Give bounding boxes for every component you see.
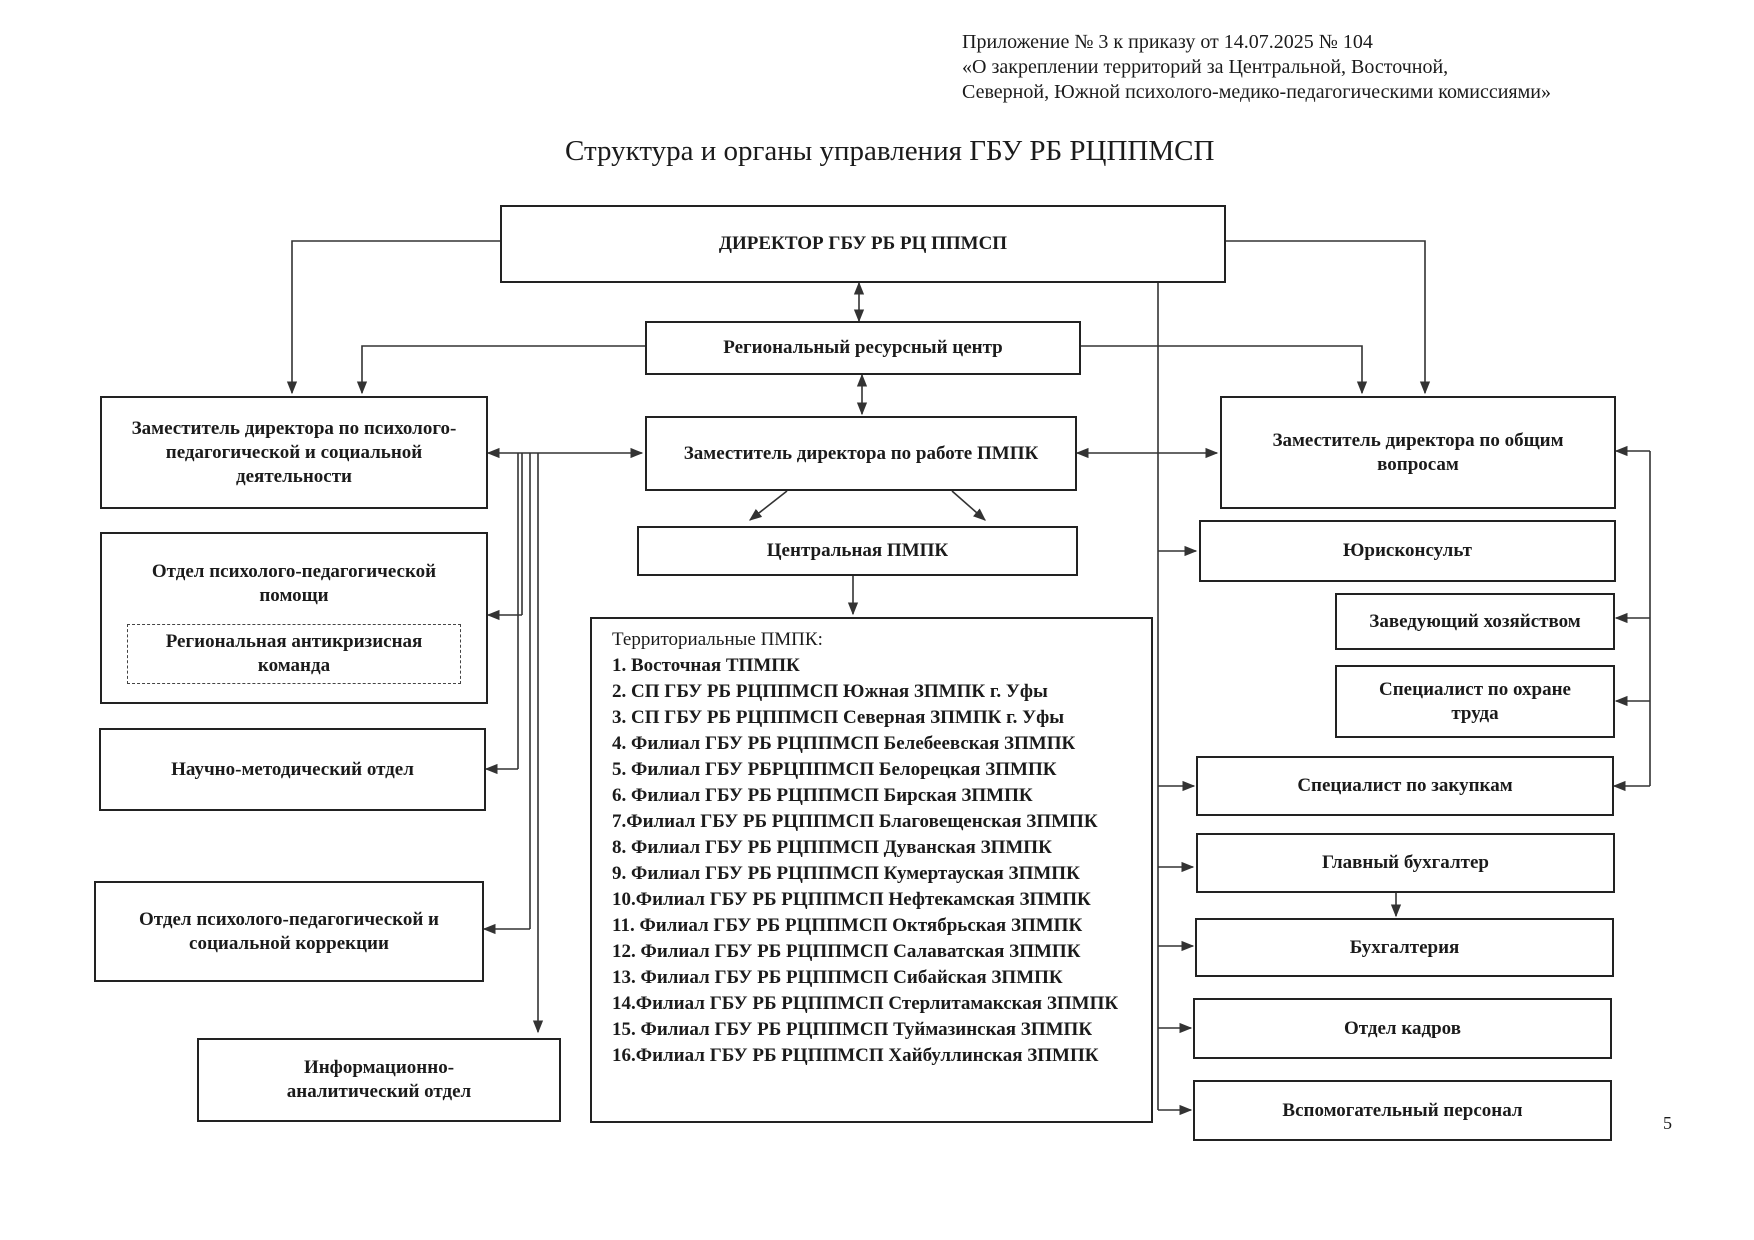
labor-safety-box: Специалист по охране труда xyxy=(1335,665,1615,738)
territorial-item: 8. Филиал ГБУ РБ РЦППМСП Дуванская ЗПМПК xyxy=(612,837,1052,858)
territorial-item: 4. Филиал ГБУ РБ РЦППМСП Белебеевская ЗП… xyxy=(612,733,1076,754)
header-line: Северной, Южной психолого-медико-педагог… xyxy=(962,81,1551,103)
central-pmpk-box: Центральная ПМПК xyxy=(637,526,1078,576)
territorial-item: 14.Филиал ГБУ РБ РЦППМСП Стерлитамакская… xyxy=(612,993,1119,1014)
chief-accountant-box: Главный бухгалтер xyxy=(1196,833,1615,893)
dept-correction-line: социальной коррекции xyxy=(189,932,389,954)
deputy-pmpk-label: Заместитель директора по работе ПМПК xyxy=(683,442,1039,464)
territorial-item: 11. Филиал ГБУ РБ РЦППМСП Октябрьская ЗП… xyxy=(612,915,1083,936)
deputy-psych-line: педагогической и социальной xyxy=(165,441,423,463)
hr-box: Отдел кадров xyxy=(1193,998,1612,1059)
header-line: «О закреплении территорий за Центральной… xyxy=(962,56,1449,78)
territorial-item: 16.Филиал ГБУ РБ РЦППМСП Хайбуллинская З… xyxy=(612,1045,1099,1066)
dept-correction-line: Отдел психолого-педагогической и xyxy=(139,908,439,930)
territorial-item: 13. Филиал ГБУ РБ РЦППМСП Сибайская ЗПМП… xyxy=(612,967,1063,988)
anticrisis-team-line: Региональная антикризисная xyxy=(165,631,423,652)
anticrisis-team-line: команда xyxy=(257,655,331,676)
territorial-item: 7.Филиал ГБУ РБ РЦППМСП Благовещенская З… xyxy=(612,811,1098,832)
deputy-psych-line: Заместитель директора по психолого- xyxy=(131,417,457,439)
legal-box: Юрисконсульт xyxy=(1199,520,1616,582)
aux-staff-box: Вспомогательный персонал xyxy=(1193,1080,1612,1141)
dept-psych-help-line: помощи xyxy=(259,585,329,606)
header-line: Приложение № 3 к приказу от 14.07.2025 №… xyxy=(962,31,1373,53)
deputy-general-box: Заместитель директора по общим вопросам xyxy=(1220,396,1616,509)
household-label: Заведующий хозяйством xyxy=(1369,610,1581,632)
labor-safety-line: труда xyxy=(1451,702,1499,724)
deputy-pmpk-box: Заместитель директора по работе ПМПК xyxy=(645,416,1077,491)
territorial-item: 3. СП ГБУ РБ РЦППМСП Северная ЗПМПК г. У… xyxy=(612,707,1065,728)
deputy-general-line: вопросам xyxy=(1377,453,1459,475)
procurement-label: Специалист по закупкам xyxy=(1297,775,1513,796)
procurement-box: Специалист по закупкам xyxy=(1196,756,1614,816)
territorial-pmpk-box: Территориальные ПМПК: 1. Восточная ТПМПК… xyxy=(590,617,1153,1123)
resource-center-label: Региональный ресурсный центр xyxy=(723,337,1003,358)
territorial-item: 1. Восточная ТПМПК xyxy=(612,655,800,676)
hr-label: Отдел кадров xyxy=(1344,1017,1461,1039)
document-header: Приложение № 3 к приказу от 14.07.2025 №… xyxy=(962,30,1551,105)
deputy-psych-box: Заместитель директора по психолого- педа… xyxy=(100,396,488,509)
territorial-item: 6. Филиал ГБУ РБ РЦППМСП Бирская ЗПМПК xyxy=(612,785,1033,806)
sci-method-label: Научно-методический отдел xyxy=(171,758,414,780)
dept-psych-help-line: Отдел психолого-педагогической xyxy=(151,561,437,582)
director-label: ДИРЕКТОР ГБУ РБ РЦ ППМСП xyxy=(718,233,1008,254)
director-box: ДИРЕКТОР ГБУ РБ РЦ ППМСП xyxy=(500,205,1226,283)
territorial-heading: Территориальные ПМПК: xyxy=(612,629,823,650)
info-analytic-line: аналитический отдел xyxy=(286,1081,472,1102)
info-analytic-line: Информационно- xyxy=(303,1057,455,1078)
central-pmpk-label: Центральная ПМПК xyxy=(766,540,949,561)
territorial-item: 9. Филиал ГБУ РБ РЦППМСП Кумертауская ЗП… xyxy=(612,863,1080,884)
resource-center-box: Региональный ресурсный центр xyxy=(645,321,1081,375)
deputy-psych-line: деятельности xyxy=(236,465,352,487)
page-number: 5 xyxy=(1663,1113,1672,1133)
legal-label: Юрисконсульт xyxy=(1342,540,1472,561)
dept-correction-box: Отдел психолого-педагогической и социаль… xyxy=(94,881,484,982)
territorial-item: 12. Филиал ГБУ РБ РЦППМСП Салаватская ЗП… xyxy=(612,941,1081,962)
labor-safety-line: Специалист по охране xyxy=(1379,678,1571,700)
chief-accountant-label: Главный бухгалтер xyxy=(1322,852,1489,873)
territorial-item: 15. Филиал ГБУ РБ РЦППМСП Туймазинская З… xyxy=(612,1019,1093,1040)
accounting-label: Бухгалтерия xyxy=(1349,936,1460,958)
deputy-general-line: Заместитель директора по общим xyxy=(1272,429,1564,451)
aux-staff-label: Вспомогательный персонал xyxy=(1282,1099,1523,1121)
territorial-item: 5. Филиал ГБУ РБРЦППМСП Белорецкая ЗПМПК xyxy=(612,759,1057,780)
accounting-box: Бухгалтерия xyxy=(1195,918,1614,977)
info-analytic-box: Информационно- аналитический отдел xyxy=(197,1038,561,1122)
territorial-item: 2. СП ГБУ РБ РЦППМСП Южная ЗПМПК г. Уфы xyxy=(612,681,1048,702)
anticrisis-team-box: Региональная антикризисная команда xyxy=(127,624,461,684)
territorial-item: 10.Филиал ГБУ РБ РЦППМСП Нефтекамская ЗП… xyxy=(612,889,1091,910)
page-title: Структура и органы управления ГБУ РБ РЦП… xyxy=(565,135,1215,167)
household-box: Заведующий хозяйством xyxy=(1335,593,1615,650)
sci-method-box: Научно-методический отдел xyxy=(99,728,486,811)
